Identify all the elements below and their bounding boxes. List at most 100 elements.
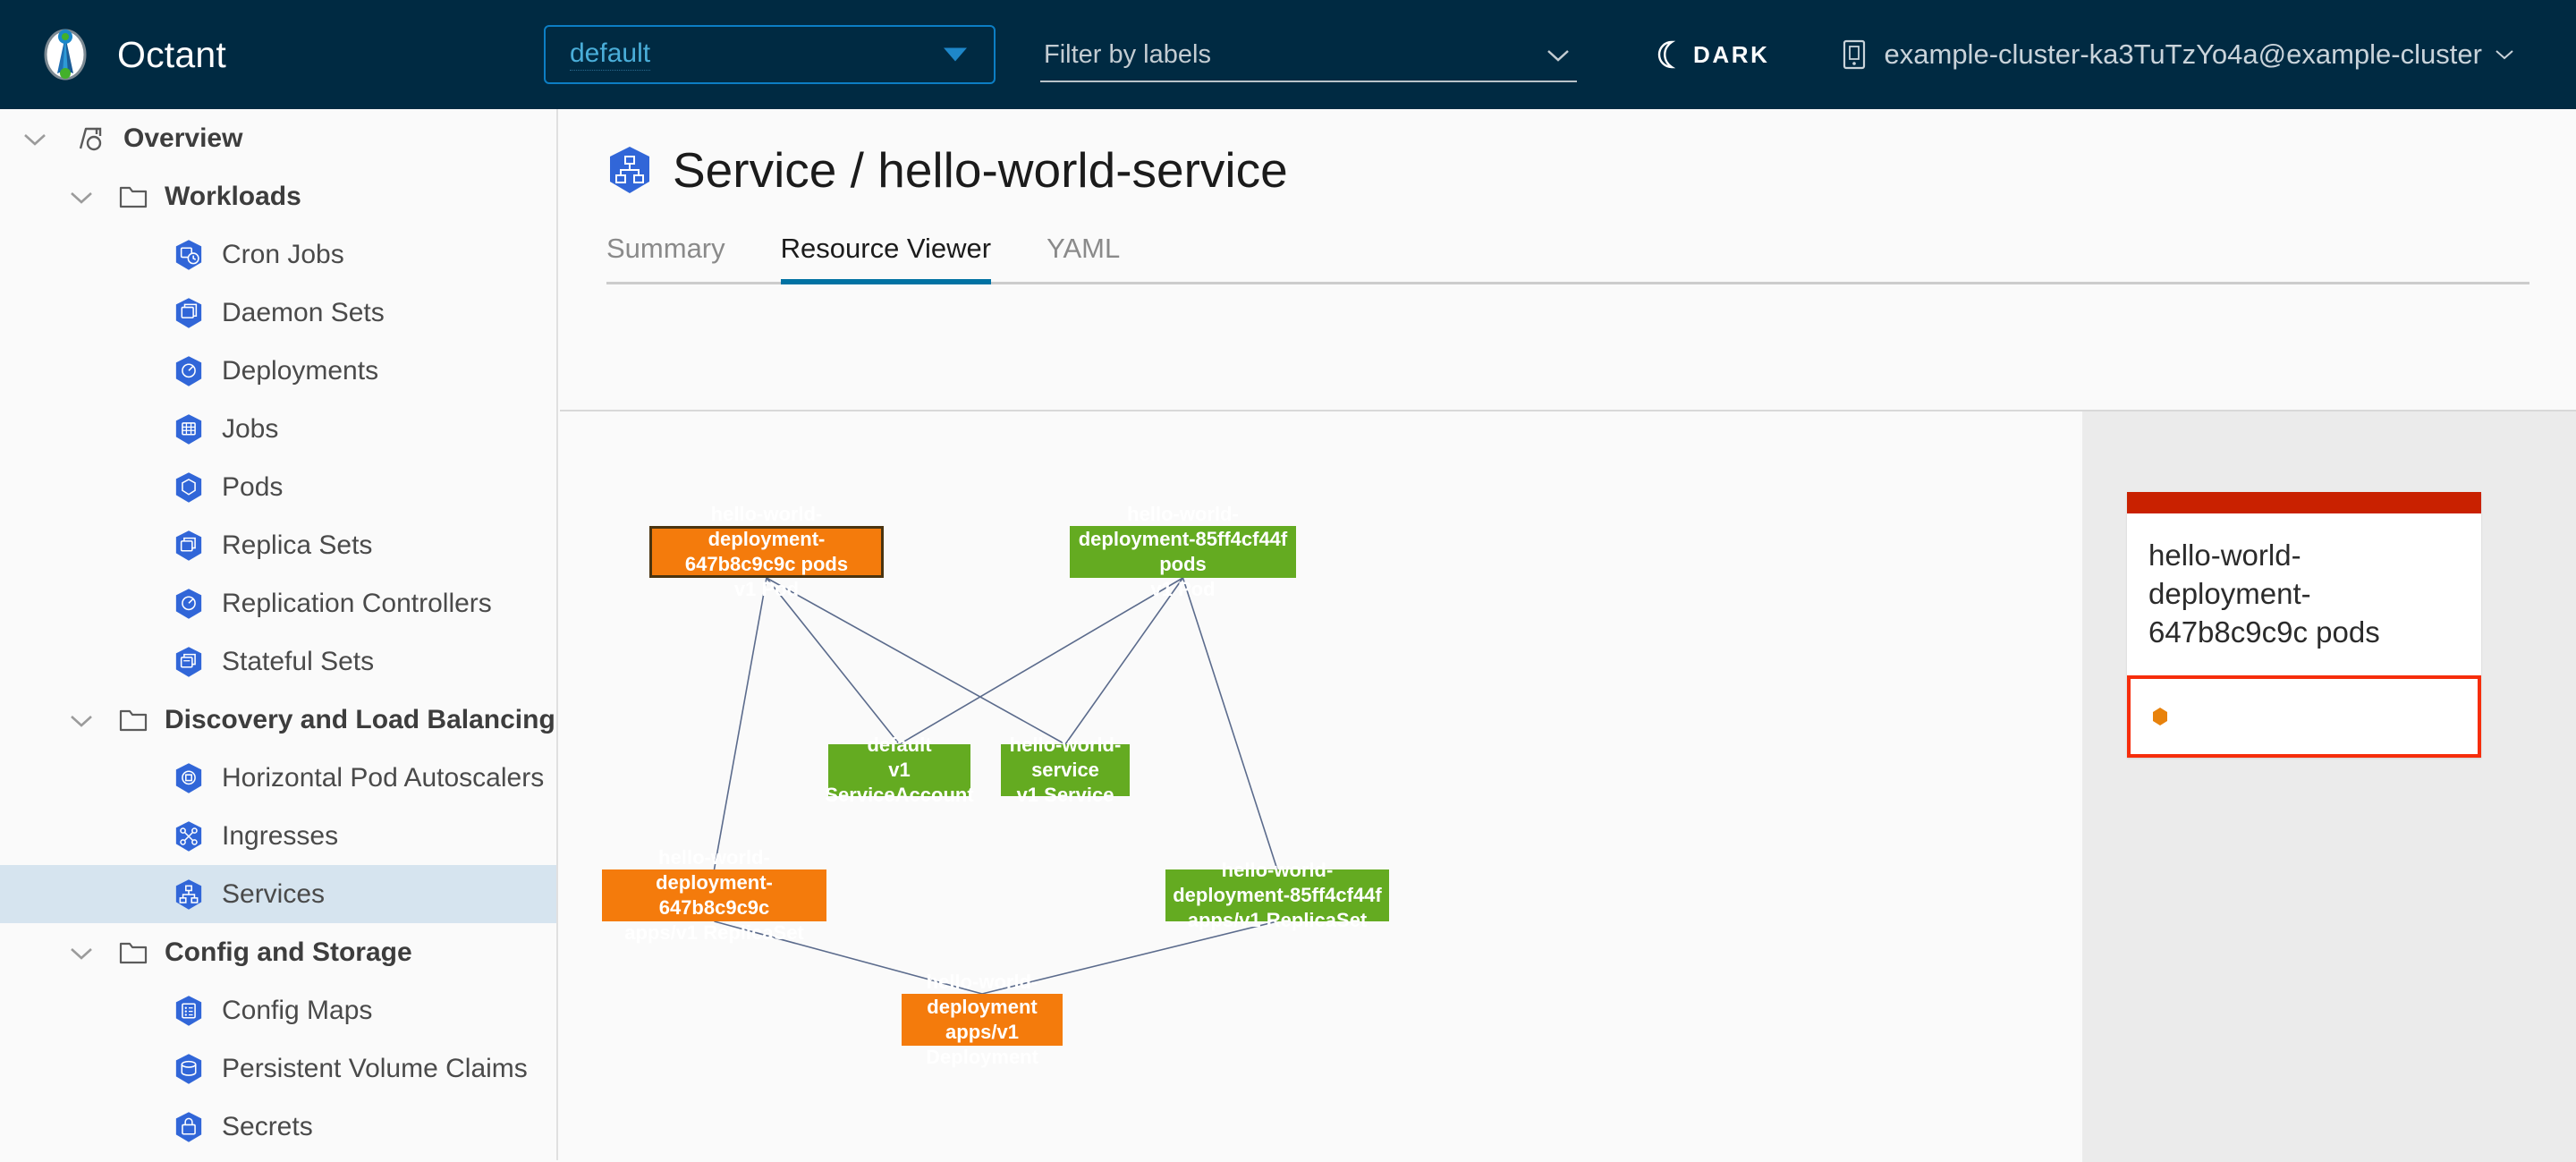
sidebar-item-label: Stateful Sets: [222, 646, 375, 676]
sidebar-item-label: Cron Jobs: [222, 239, 344, 269]
sidebar-item-label: Horizontal Pod Autoscalers: [222, 762, 545, 793]
sidebar-item-discovery-and-load-balancing[interactable]: Discovery and Load Balancing: [0, 691, 556, 749]
sidebar-item-stateful-sets[interactable]: Stateful Sets: [0, 632, 556, 691]
chevron-spacer: [143, 246, 174, 264]
sidebar-item-label: Workloads: [165, 181, 301, 211]
sidebar-item-replication-controllers[interactable]: Replication Controllers: [0, 574, 556, 632]
graph-edge: [1064, 577, 1184, 745]
chevron-spacer: [143, 827, 174, 845]
sidebar-item-config-maps[interactable]: Config Maps: [0, 981, 556, 1039]
cluster-context-selector[interactable]: example-cluster-ka3TuTzYo4a@example-clus…: [1840, 38, 2514, 71]
tab-yaml[interactable]: YAML: [1046, 233, 1121, 264]
sidebar-item-services[interactable]: Services: [0, 865, 556, 923]
sidebar-item-label: Config and Storage: [165, 937, 412, 967]
sidebar-item-horizontal-pod-autoscalers[interactable]: Horizontal Pod Autoscalers: [0, 749, 556, 807]
overview-icon: [73, 123, 107, 154]
graph-node-kind: v1 Service: [1016, 784, 1114, 807]
folder-icon: [118, 183, 148, 210]
k8s-service-icon: [606, 145, 653, 195]
resource-viewer: hello-world-deployment-647b8c9c9c pods v1…: [560, 410, 2576, 1162]
chevron-spacer: [143, 595, 174, 613]
k8s-secret-icon: [174, 1111, 204, 1143]
sidebar-item-cron-jobs[interactable]: Cron Jobs: [0, 225, 556, 284]
chevron-down-icon[interactable]: [1546, 48, 1570, 63]
sidebar-item-daemon-sets[interactable]: Daemon Sets: [0, 284, 556, 342]
sidebar-item-deployments[interactable]: Deployments: [0, 342, 556, 400]
detail-card[interactable]: hello-world-deployment-647b8c9c9c pods: [2127, 492, 2481, 758]
graph-node-name: hello-world-deployment-85ff4cf44f: [1173, 858, 1382, 906]
graph-node-kind: apps/v1 Deployment: [926, 1021, 1038, 1069]
graph-edge: [713, 577, 767, 870]
sidebar-item-label: Ingresses: [222, 820, 339, 851]
sidebar-item-persistent-volume-claims[interactable]: Persistent Volume Claims: [0, 1039, 556, 1098]
label-filter[interactable]: [1040, 27, 1577, 82]
sidebar-item-label: Replication Controllers: [222, 588, 492, 618]
sidebar-item-pods[interactable]: Pods: [0, 458, 556, 516]
graph-node-name: hello-world-service: [1009, 733, 1122, 781]
k8s-replicaset-icon: [174, 530, 204, 562]
chevron-down-icon[interactable]: [66, 711, 97, 729]
sidebar-item-workloads[interactable]: Workloads: [0, 167, 556, 225]
sidebar-item-overview[interactable]: Overview: [0, 109, 556, 167]
tab-resource-viewer[interactable]: Resource Viewer: [780, 233, 992, 284]
dark-mode-toggle[interactable]: DARK: [1650, 39, 1770, 70]
detail-card-title: hello-world-deployment-647b8c9c9c pods: [2148, 539, 2380, 649]
graph-node-name: hello-world-deployment-85ff4cf44f pods: [1078, 502, 1288, 575]
k8s-ingress-icon: [174, 820, 204, 852]
page-title-row: Service / hello-world-service: [606, 141, 2576, 199]
main-content: Service / hello-world-service Summary Res…: [560, 109, 2576, 1162]
sidebar-item-jobs[interactable]: Jobs: [0, 400, 556, 458]
sidebar-item-replica-sets[interactable]: Replica Sets: [0, 516, 556, 574]
graph-edge: [766, 577, 901, 745]
sidebar-item-config-and-storage[interactable]: Config and Storage: [0, 923, 556, 981]
brand-name: Octant: [117, 33, 226, 75]
graph-edge: [899, 577, 1183, 745]
graph-node[interactable]: hello-world-service v1 Service: [1001, 734, 1130, 806]
app-header: Octant default DARK example-clust: [0, 0, 2576, 109]
tab-bar[interactable]: Summary Resource Viewer YAML: [606, 225, 2529, 284]
detail-card-status-box[interactable]: [2127, 674, 2481, 758]
namespace-selector[interactable]: default: [544, 25, 996, 84]
graph-node[interactable]: hello-world-deployment-85ff4cf44f apps/v1…: [1165, 859, 1389, 931]
sidebar-item-label: Config Maps: [222, 995, 373, 1025]
namespace-value: default: [570, 38, 651, 71]
chevron-down-icon[interactable]: [66, 188, 97, 206]
chevron-spacer: [143, 653, 174, 671]
tab-summary[interactable]: Summary: [606, 233, 725, 264]
sidebar-item-label: Jobs: [222, 413, 279, 444]
k8s-pod-icon: [174, 471, 204, 504]
chevron-spacer: [143, 537, 174, 555]
graph-node-kind: apps/v1 ReplicaSet: [1187, 909, 1368, 932]
sidebar-item-label: Discovery and Load Balancing: [165, 704, 555, 734]
k8s-deployment-icon: [174, 355, 204, 387]
graph-node-kind: apps/v1 ReplicaSet: [624, 921, 804, 945]
label-filter-input[interactable]: [1040, 40, 1577, 82]
chevron-down-icon: [944, 47, 967, 62]
folder-icon: [118, 939, 148, 966]
chevron-down-icon[interactable]: [66, 944, 97, 962]
sidebar-item-label: Replica Sets: [222, 530, 373, 560]
cluster-context-name: example-cluster-ka3TuTzYo4a@example-clus…: [1884, 38, 2482, 70]
chevron-spacer: [143, 304, 174, 322]
graph-node-name: hello-world-deployment: [926, 970, 1038, 1018]
k8s-cronjob-icon: [174, 239, 204, 271]
chevron-down-icon[interactable]: [20, 130, 50, 148]
sidebar-item-ingresses[interactable]: Ingresses: [0, 807, 556, 865]
sidebar-item-secrets[interactable]: Secrets: [0, 1098, 556, 1156]
k8s-service-icon: [174, 878, 204, 911]
page-title: Service / hello-world-service: [673, 142, 1288, 198]
sidebar-item-label: Deployments: [222, 355, 379, 386]
brand[interactable]: Octant: [38, 27, 538, 82]
octant-logo-icon: [38, 27, 93, 82]
sidebar-item-label: Daemon Sets: [222, 297, 385, 327]
graph-edge: [981, 920, 1278, 995]
moon-icon: [1650, 39, 1681, 70]
detail-card-accent-bar: [2127, 492, 2481, 513]
